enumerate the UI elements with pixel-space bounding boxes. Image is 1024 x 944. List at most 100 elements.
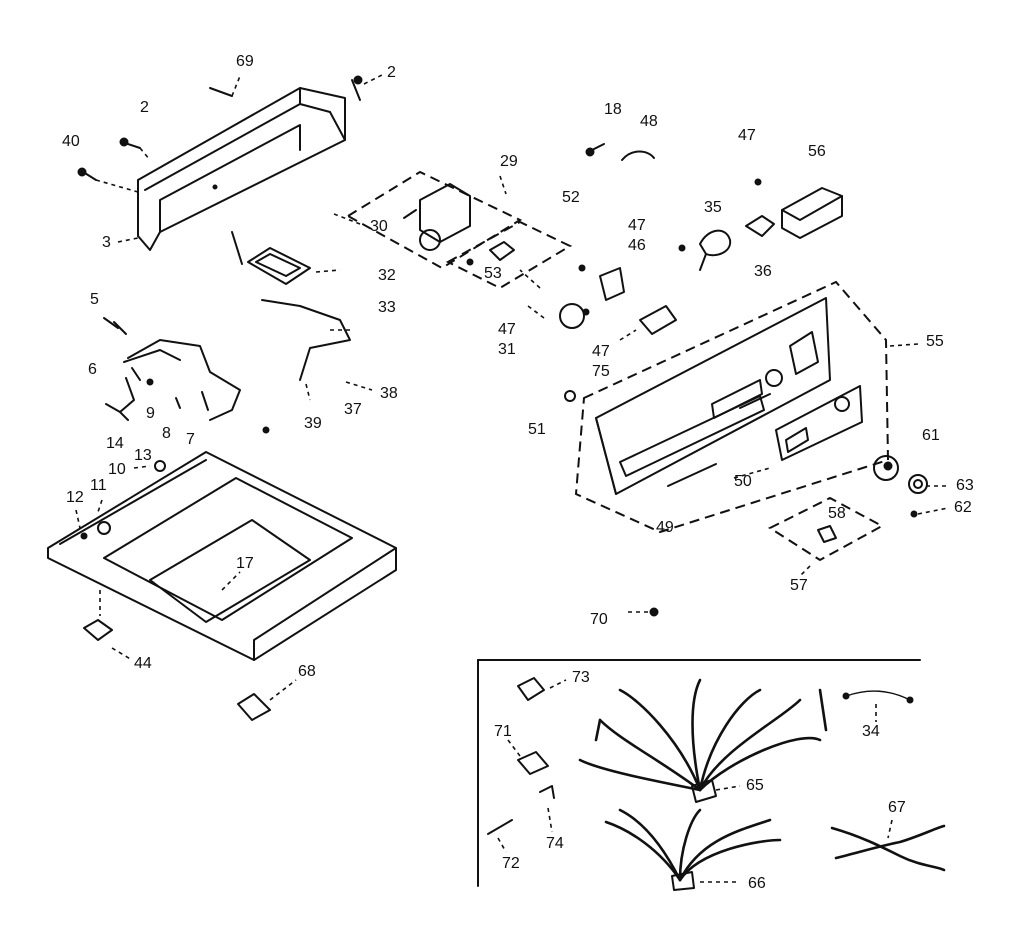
connector-71 [517, 751, 549, 775]
label-62: 62 [954, 499, 972, 516]
label-34: 34 [862, 723, 880, 740]
wiring-box-frame [477, 659, 921, 887]
label-3: 3 [102, 234, 111, 251]
leader-31 [527, 305, 545, 319]
screw-40 [77, 167, 139, 193]
fuse-72 [487, 819, 513, 835]
label-36: 36 [754, 263, 772, 280]
lid-switch-bracket [231, 231, 351, 381]
leader-67 [887, 819, 893, 839]
label-40: 40 [62, 133, 80, 150]
label-72: 72 [502, 855, 520, 872]
label-49: 49 [656, 519, 674, 536]
label-75: 75 [592, 363, 610, 380]
label-39: 39 [304, 415, 322, 432]
leader-72 [497, 837, 507, 853]
wire-34 [842, 690, 914, 704]
label-58: 58 [828, 505, 846, 522]
clip-74 [539, 785, 555, 799]
bracket-56 [781, 187, 843, 239]
leader-50 [733, 467, 771, 479]
foot-44 [83, 619, 133, 661]
label-73: 73 [572, 669, 590, 686]
label-14: 14 [106, 435, 124, 452]
label-6: 6 [88, 361, 97, 378]
label-37: 37 [344, 401, 362, 418]
wire-67 [830, 824, 946, 872]
clip-68 [237, 679, 297, 721]
knob-assembly [873, 455, 928, 518]
leader-53 [519, 269, 541, 289]
label-12: 12 [66, 489, 84, 506]
part-46 [678, 244, 686, 252]
connector-73 [517, 677, 545, 701]
harness-66 [604, 808, 782, 891]
leader-12 [75, 509, 81, 529]
label-44: 44 [134, 655, 152, 672]
label-57: 57 [790, 577, 808, 594]
leader-10 [133, 465, 151, 469]
leader-73 [549, 679, 567, 689]
part-51 [564, 390, 576, 402]
leader-38 [345, 381, 373, 391]
screw-2-left [119, 137, 151, 161]
label-70: 70 [590, 611, 608, 628]
label-9: 9 [146, 405, 155, 422]
lid-hinge-assembly [103, 317, 270, 472]
washer-top [47, 451, 397, 661]
label-66: 66 [748, 875, 766, 892]
label-63: 63 [956, 477, 974, 494]
leader-62 [917, 507, 949, 515]
label-13: 13 [134, 447, 152, 464]
label-56: 56 [808, 143, 826, 160]
label-74: 74 [546, 835, 564, 852]
label-68: 68 [298, 663, 316, 680]
label-65: 65 [746, 777, 764, 794]
leader-55 [889, 343, 919, 347]
bracket-mid [578, 264, 625, 301]
label-47d: 47 [592, 343, 610, 360]
label-48: 48 [640, 113, 658, 130]
label-51: 51 [528, 421, 546, 438]
fuse-35 [699, 229, 732, 271]
label-30: 30 [370, 218, 388, 235]
label-11: 11 [90, 477, 107, 494]
console-panel [574, 280, 890, 534]
label-67: 67 [888, 799, 906, 816]
label-35: 35 [704, 199, 722, 216]
lamp-36 [745, 215, 775, 237]
label-50: 50 [734, 473, 752, 490]
leader-11 [97, 499, 103, 513]
switch-75 [639, 305, 677, 335]
label-52: 52 [562, 189, 580, 206]
label-46: 46 [628, 237, 646, 254]
label-10: 10 [108, 461, 126, 478]
leader-75 [619, 329, 637, 341]
label-38: 38 [380, 385, 398, 402]
label-71: 71 [494, 723, 512, 740]
label-5: 5 [90, 291, 99, 308]
label-47c: 47 [498, 321, 516, 338]
leader-57 [799, 565, 811, 577]
harness-65 [578, 678, 828, 803]
label-61: 61 [922, 427, 940, 444]
screw-70 [649, 607, 659, 617]
label-53: 53 [484, 265, 502, 282]
label-55: 55 [926, 333, 944, 350]
clip-48 [621, 150, 655, 161]
label-47b: 47 [628, 217, 646, 234]
part-47-top [754, 178, 762, 186]
leader-71 [507, 739, 521, 757]
screw-69 [209, 75, 241, 97]
label-29: 29 [500, 153, 518, 170]
label-69: 69 [236, 53, 254, 70]
label-8: 8 [162, 425, 171, 442]
switch-31 [559, 303, 590, 329]
label-33: 33 [378, 299, 396, 316]
label-47a: 47 [738, 127, 756, 144]
label-18: 18 [604, 101, 622, 118]
label-7: 7 [186, 431, 195, 448]
screw-18 [585, 143, 605, 157]
leader-3 [117, 237, 139, 243]
